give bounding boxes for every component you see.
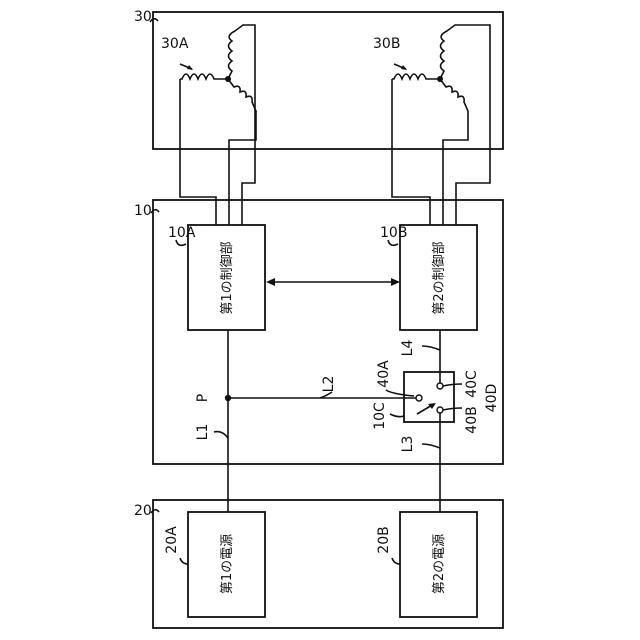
node-p-label: P — [195, 394, 211, 402]
power-block-b-text: 第2の電源 — [432, 534, 447, 594]
motor-b-coil-upper — [440, 25, 490, 225]
line-l2-label: L2 — [321, 376, 337, 393]
line-l3-label: L3 — [400, 436, 416, 453]
motor-a-coil-upper — [228, 25, 255, 225]
line-l1-label: L1 — [195, 424, 211, 441]
power-unit-label: 20 — [134, 503, 152, 519]
motor-unit-label: 30 — [134, 9, 152, 25]
control-block-b-text: 第2の制御部 — [432, 241, 447, 314]
control-block-a-ref: 10A — [168, 225, 196, 241]
switch-40b-label: 40B — [464, 406, 480, 433]
line-l4-label: L4 — [400, 340, 416, 357]
communication-arrow — [266, 278, 400, 286]
controller-unit-label: 10 — [134, 203, 152, 219]
line-l1-leader — [214, 432, 228, 438]
motor-b-wire-left — [392, 79, 430, 225]
motor-b-coil-left — [392, 74, 440, 79]
control-block-a-text: 第1の制御部 — [220, 241, 235, 314]
power-block-b-ref: 20B — [376, 526, 392, 553]
line-l4-leader — [422, 346, 440, 350]
switch-40a-label: 40A — [376, 360, 392, 388]
motor-a: 30A — [161, 25, 256, 225]
switch-40a-leader — [386, 390, 414, 396]
line-l3-leader — [422, 444, 440, 448]
switch-10c-label: 10C — [372, 402, 388, 430]
motor-a-wire-left — [180, 79, 216, 225]
switch-40c-label: 40C — [464, 370, 480, 398]
switch-contact-40a — [416, 395, 422, 401]
control-block-b-ref: 10B — [380, 225, 407, 241]
switch-10c-leader — [390, 414, 404, 417]
motor-b-arrowhead — [401, 65, 407, 70]
switch-40d-label: 40D — [484, 384, 500, 413]
power-block-a-text: 第1の電源 — [220, 534, 235, 594]
motor-a-coil-left — [180, 74, 228, 79]
switch-contact-40b — [437, 407, 443, 413]
motor-a-label: 30A — [161, 36, 189, 52]
switch-40c-leader — [443, 384, 462, 386]
motor-b-coil-lower — [440, 79, 468, 225]
power-block-a-leader — [180, 558, 188, 564]
switch-40b-leader — [443, 408, 462, 410]
power-block-b-leader — [392, 558, 400, 564]
motor-a-arrowhead — [187, 65, 193, 70]
switch-box — [404, 372, 454, 422]
switch-contact-40c — [437, 383, 443, 389]
motor-b-label: 30B — [373, 36, 400, 52]
motor-unit-frame — [153, 12, 503, 149]
power-block-a-ref: 20A — [164, 526, 180, 554]
motor-b: 30B — [373, 25, 490, 225]
power-unit-frame — [153, 500, 503, 628]
